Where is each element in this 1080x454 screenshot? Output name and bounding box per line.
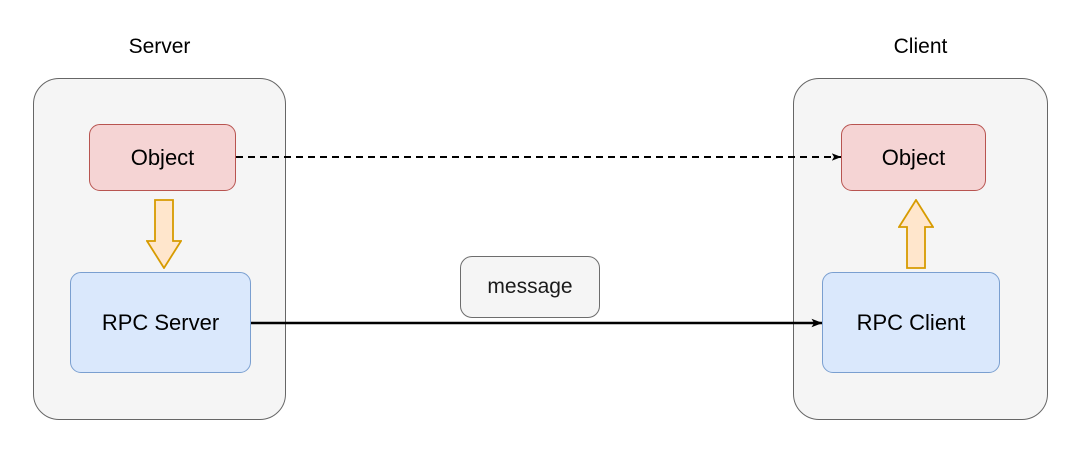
edge-label-text: message [487,275,573,298]
node-label: RPC Server [101,309,220,335]
block-arrow-shape [898,199,934,269]
node-server-object[interactable]: Object [89,124,236,191]
block-arrow-shape [146,199,182,269]
group-label-client: Client [893,35,948,58]
node-rpc-client[interactable]: RPC Client [822,272,1000,373]
node-rpc-server[interactable]: RPC Server [70,272,251,373]
node-label: RPC Client [856,309,966,335]
edge-label-message[interactable]: message [460,256,600,318]
group-label-server: Server [128,35,191,58]
node-label: Object [881,144,946,170]
block-arrow-up-client [898,199,934,269]
node-client-object[interactable]: Object [841,124,986,191]
node-label: Object [130,144,195,170]
block-arrow-down-server [146,199,182,269]
